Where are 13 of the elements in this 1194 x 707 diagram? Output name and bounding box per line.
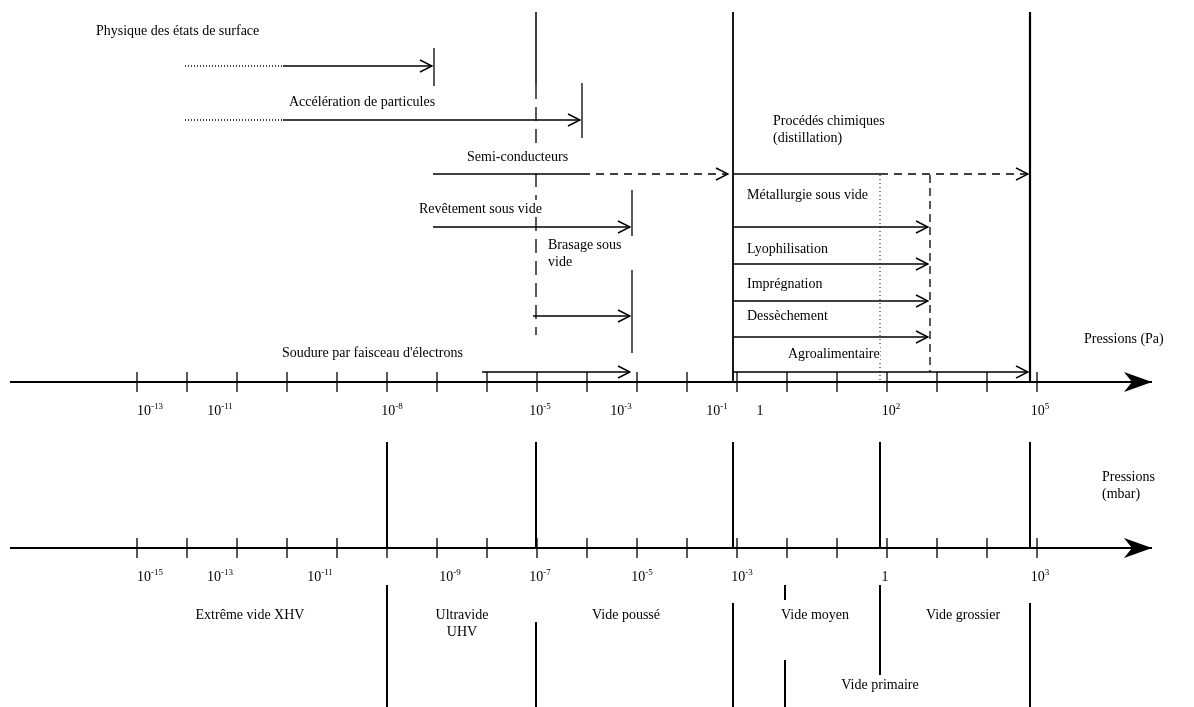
application-label: Lyophilisation: [747, 240, 828, 257]
vacuum-range-label: Vide moyen: [781, 606, 849, 623]
application-label: Semi-conducteurs: [467, 148, 569, 165]
application-label: Accélération de particules: [289, 93, 436, 110]
axis-title: Pressions (Pa): [1084, 330, 1164, 347]
application-label: Imprégnation: [747, 275, 823, 292]
vacuum-range-label: Vide grossier: [925, 606, 1001, 623]
application-label: Agroalimentaire: [788, 345, 880, 362]
vacuum-range-label: Vide poussé: [592, 606, 660, 623]
application-label: Métallurgie sous vide: [747, 186, 869, 203]
vacuum-range-label: Vide primaire: [841, 676, 919, 693]
application-label: Soudure par faisceau d'électrons: [282, 344, 463, 361]
application-label: Physique des états de surface: [96, 22, 260, 39]
